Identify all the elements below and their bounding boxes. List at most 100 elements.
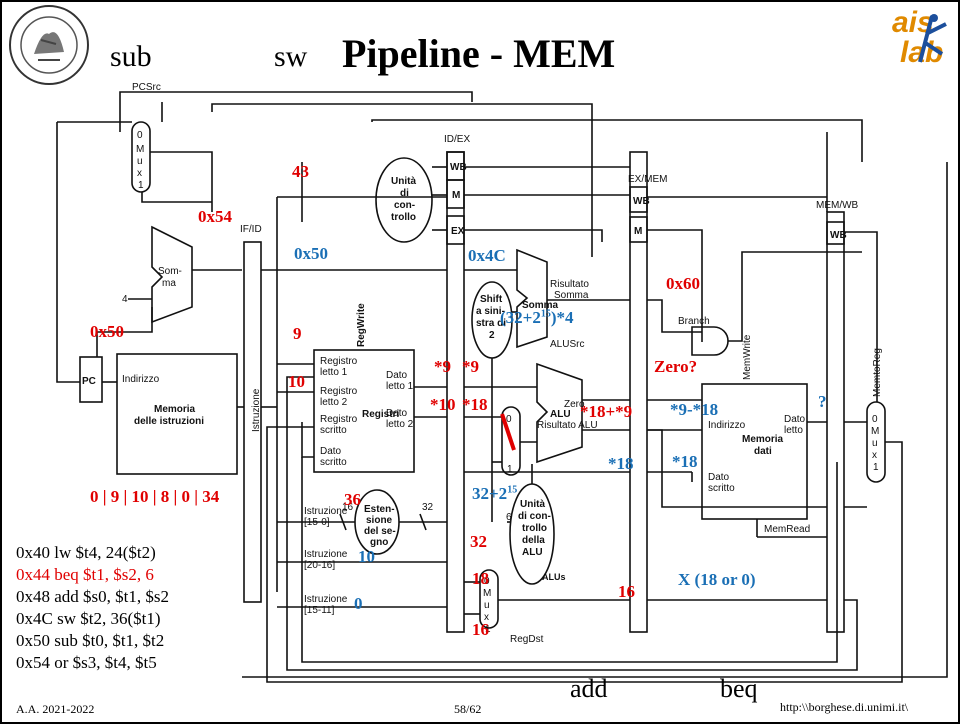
exmem-register <box>630 152 647 632</box>
instr-150-label-2: [15-0] <box>304 517 330 528</box>
reg-write-label: Registro <box>320 414 358 425</box>
footer-year: A.A. 2021-2022 <box>16 702 94 717</box>
value-43: 43 <box>292 162 309 182</box>
value-0x60: 0x60 <box>666 274 700 294</box>
regwrite-label: RegWrite <box>356 303 367 347</box>
mux-letter: M <box>483 588 491 599</box>
mux-letter: u <box>872 438 878 449</box>
mux-letter: x <box>872 450 877 461</box>
reg-read2-label-2: letto 2 <box>320 397 348 408</box>
instruction-label: Istruzione <box>251 388 262 432</box>
memread-label: MemRead <box>764 524 810 535</box>
code-line: 0x44 beq $t1, $s2, 6 <box>16 564 169 586</box>
value-36: 36 <box>344 490 361 510</box>
wb-label: WB <box>830 230 847 241</box>
shift-tail: )*4 <box>551 308 574 327</box>
width-32-label: 32 <box>422 502 434 513</box>
footer-page: 58/62 <box>454 702 481 717</box>
wb-label: WB <box>633 196 650 207</box>
m-label: M <box>634 226 642 237</box>
instr-1511-label: Istruzione <box>304 594 348 605</box>
mux-letter: 0 <box>872 414 878 425</box>
value-32: 32 <box>470 532 487 552</box>
instr-2016-label: Istruzione <box>304 549 348 560</box>
branch-label: Branch <box>678 316 710 327</box>
code-line: 0x40 lw $t4, 24($t2) <box>16 542 169 564</box>
control-label-4: trollo <box>391 212 416 223</box>
shift-exponent: 15 <box>541 308 551 319</box>
value-blue-0x4C: 0x4C <box>468 246 506 266</box>
value-blue-star18-b: *18 <box>672 452 698 472</box>
mux-letter: 1 <box>507 464 513 475</box>
wb-label: WB <box>450 162 467 173</box>
value-branch-select: X (18 or 0) <box>678 570 756 590</box>
dmem-write-label-2: scritto <box>708 483 735 494</box>
reg-data-label: Dato <box>320 446 342 457</box>
code-line: 0x48 add $s0, $t1, $s2 <box>16 586 169 608</box>
mux-letter: 0 <box>137 130 143 141</box>
value-blue-10: 10 <box>358 547 375 567</box>
dmem-write-label: Dato <box>708 472 730 483</box>
adder-result-label-2: Somma <box>554 290 589 301</box>
dmem-read-label: Dato <box>784 414 806 425</box>
alu-control-label: Unità <box>520 499 545 510</box>
code-line: 0x4C sw $t2, 36($t1) <box>16 608 169 630</box>
value-blue-32: 32+215 <box>472 484 517 504</box>
alu-control-label-3: trollo <box>522 523 547 534</box>
read-data1-label: Dato <box>386 370 408 381</box>
footer-url[interactable]: http:\\borghese.di.unimi.it\ <box>780 700 908 715</box>
instr-1511-label-2: [15-11] <box>304 605 335 616</box>
instr-2016-label-2: [20-16] <box>304 560 335 571</box>
branch-adder <box>517 250 547 347</box>
ex-label: EX <box>451 226 465 237</box>
reg-read1-label: Registro <box>320 356 358 367</box>
alus-label: ALUs <box>542 572 566 582</box>
dmem-read-label-2: letto <box>784 425 803 436</box>
b32-text: 32+2 <box>472 484 507 503</box>
reg-data-label-2: scritto <box>320 457 347 468</box>
memwrite-label: MemWrite <box>742 334 753 380</box>
shift-label: Shift <box>480 294 503 305</box>
control-label-2: di <box>400 188 409 199</box>
control-label: Unità <box>391 176 416 187</box>
width-6-label: 6 <box>506 512 512 523</box>
value-16-b: 16 <box>618 582 635 602</box>
mux-letter: 1 <box>138 180 144 191</box>
value-blue-0x50: 0x50 <box>294 244 328 264</box>
mux-letter: u <box>137 156 143 167</box>
code-line: 0x50 sub $t0, $t1, $t2 <box>16 630 169 652</box>
alu-control-label-2: di con- <box>518 511 551 522</box>
value-star18: *18 <box>462 395 488 415</box>
value-star9-a: *9 <box>434 357 451 377</box>
mux-letter: 1 <box>873 462 879 473</box>
memtoreg-label: MemtoReg <box>872 348 883 397</box>
const-four-label: 4 <box>122 294 128 305</box>
address-label: Indirizzo <box>122 374 160 385</box>
memwb-register <box>827 212 844 632</box>
alu-control-label-4: della <box>522 535 545 546</box>
code-line: 0x54 or $s3, $t4, $t5 <box>16 652 169 674</box>
exmem-label: EX/MEM <box>628 174 667 185</box>
value-star9-b: *9 <box>462 357 479 377</box>
signext-label: Esten- <box>364 504 395 515</box>
alusrc-label: ALUSrc <box>550 339 584 350</box>
signext-label-3: del se- <box>364 526 396 537</box>
pcsrc-label: PCSrc <box>132 82 161 93</box>
dmem-label-2: dati <box>754 446 772 457</box>
idex-register <box>447 152 464 632</box>
value-question: ? <box>818 392 827 412</box>
value-9: 9 <box>293 324 302 344</box>
pc-label: PC <box>82 376 96 387</box>
value-sub: *9-*18 <box>670 400 718 420</box>
adder-label: Som- <box>158 266 182 277</box>
adder-label-2: ma <box>162 278 176 289</box>
imem-label-2: delle istruzioni <box>134 416 204 427</box>
mux-letter: M <box>136 144 144 155</box>
b32-exponent: 15 <box>507 484 517 495</box>
regdst-label: RegDst <box>510 634 544 645</box>
reg-read2-label: Registro <box>320 386 358 397</box>
value-10: 10 <box>288 372 305 392</box>
dmem-label: Memoria <box>742 434 784 445</box>
alu-label: ALU <box>550 409 571 420</box>
